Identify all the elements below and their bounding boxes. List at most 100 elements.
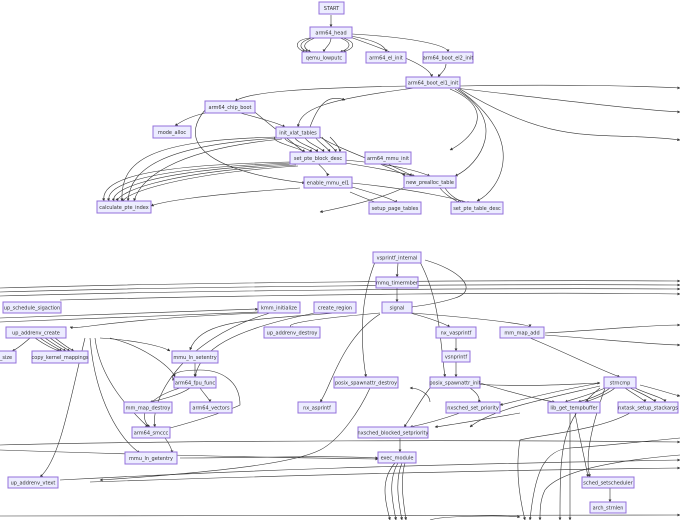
edge xyxy=(361,261,376,378)
node-nxtask-setup-stackargs[interactable]: nxtask_setup_stackargs xyxy=(617,401,679,414)
node-set-pte-block-desc[interactable]: set_pte_block_desc xyxy=(289,151,347,165)
edge xyxy=(558,387,601,520)
edge xyxy=(528,437,680,520)
node-up-addrenv-create[interactable]: up_addrenv_create xyxy=(5,326,67,339)
node-r-size[interactable]: r_size xyxy=(0,350,17,364)
node-setup-page-tables-label: setup_page_tables xyxy=(372,206,419,212)
node-nx-asprintf[interactable]: nx_asprintf xyxy=(297,401,337,414)
node-arm64-el-init[interactable]: arm64_el_init xyxy=(365,51,407,64)
edge xyxy=(284,136,313,153)
node-lib-get-tempbuffer[interactable]: lib_get_tempbuffer xyxy=(547,401,601,414)
node-copy-kernel-mappings[interactable]: copy_kernel_mappings xyxy=(31,350,89,364)
node-set-pte-table-desc[interactable]: set_pte_table_desc xyxy=(450,201,504,215)
node-calculate-pte-index[interactable]: calculate_pte_index xyxy=(96,200,152,214)
edge xyxy=(585,387,616,403)
node-mmq-timermber-label: mmq_timermber xyxy=(376,281,419,287)
node-arm64-boot-el2-init-label: arm64_boot_el2_init xyxy=(423,56,474,62)
edge xyxy=(403,387,431,428)
edge xyxy=(469,385,601,428)
node-init-xlat-tables[interactable]: init_xlat_tables xyxy=(275,126,321,139)
edge xyxy=(120,136,279,202)
edge xyxy=(99,337,171,352)
edge xyxy=(39,337,63,352)
edge xyxy=(538,454,680,520)
edge xyxy=(126,137,281,202)
edge xyxy=(99,387,371,482)
node-strncmp[interactable]: strncmp xyxy=(603,376,637,389)
node-exec-module-label: exec_module xyxy=(381,456,414,462)
node-arm64-smccc[interactable]: arm64_smccc xyxy=(131,426,171,439)
edge xyxy=(574,412,590,478)
node-arm64-head[interactable]: arm64_head xyxy=(309,26,353,39)
node-calculate-pte-index-label: calculate_pte_index xyxy=(99,205,149,211)
node-qemu-lowputc[interactable]: qemu_lowputc xyxy=(301,51,347,64)
edge xyxy=(349,36,433,78)
edge xyxy=(11,337,31,352)
node-nx-vasprintf[interactable]: nx_vasprintf xyxy=(435,326,477,339)
edge xyxy=(459,84,680,90)
node-up-addrenv-destroy[interactable]: up_addrenv_destroy xyxy=(263,326,321,339)
edge xyxy=(454,87,680,114)
edge xyxy=(94,337,149,428)
node-arm64-fpu-func[interactable]: arm64_fpu_func xyxy=(173,376,217,389)
node-nxsched-blocked-setpriority[interactable]: nxsched_blocked_setpriority xyxy=(357,426,429,439)
node-mmu-ln-getentry[interactable]: mmu_ln_getentry xyxy=(124,451,178,465)
node-vsnprintf[interactable]: vsnprintf xyxy=(441,350,471,363)
node-vsprintf-internal-label: vsprintf_internal xyxy=(377,256,418,262)
edge xyxy=(499,382,601,406)
edge xyxy=(0,513,680,517)
node-up-schedule-sigaction-label: up_schedule_sigaction xyxy=(4,306,60,312)
node-arm64-mmu-init-label: arm64_mmu_init xyxy=(367,156,409,162)
node-mmu-ln-setentry[interactable]: mmu_ln_setentry xyxy=(171,350,219,364)
edges xyxy=(0,15,680,520)
node-mmu-ln-setentry-label: mmu_ln_setentry xyxy=(173,355,216,361)
node-sched-setscheduler[interactable]: sched_setscheduler xyxy=(581,476,635,489)
edge xyxy=(529,337,621,378)
node-sched-setscheduler-label: sched_setscheduler xyxy=(583,481,633,487)
node-arch-strnlen[interactable]: arch_strnlen xyxy=(589,501,627,514)
edge xyxy=(344,162,416,177)
node-arm64-boot-el1-init[interactable]: arm64_boot_el1_init xyxy=(405,76,461,89)
node-setup-page-tables[interactable]: setup_page_tables xyxy=(368,201,422,215)
node-mm-map-add[interactable]: mm_map_add xyxy=(499,326,545,339)
node-start[interactable]: START xyxy=(318,1,345,15)
node-arm64-mmu-init[interactable]: arm64_mmu_init xyxy=(364,151,412,165)
node-arm64-boot-el2-init[interactable]: arm64_boot_el2_init xyxy=(422,51,474,64)
edge xyxy=(150,187,301,207)
node-up-schedule-sigaction[interactable]: up_schedule_sigaction xyxy=(2,301,62,314)
edge xyxy=(629,387,657,403)
node-posix-spawnattr-init[interactable]: posix_spawnattr_init xyxy=(429,376,481,389)
node-enable-mmu-el1[interactable]: enable_mmu_el1 xyxy=(303,176,353,189)
edge xyxy=(479,382,556,404)
node-enable-mmu-el1-label: enable_mmu_el1 xyxy=(307,181,350,187)
edge xyxy=(409,412,461,428)
node-nxsched-set-priority[interactable]: nxsched_set_priority xyxy=(445,401,501,414)
node-exec-module[interactable]: exec_module xyxy=(377,451,417,464)
node-arm64-el-init-label: arm64_el_init xyxy=(369,56,403,62)
node-new-prealloc-table[interactable]: new_prealloc_table xyxy=(403,175,457,189)
node-mmq-timermber[interactable]: mmq_timermber xyxy=(375,276,419,289)
edge xyxy=(409,312,451,328)
node-signal[interactable]: signal xyxy=(381,301,413,314)
node-posix-spawnattr-destroy[interactable]: posix_spawnattr_destroy xyxy=(333,376,399,389)
node-nxsched-set-priority-label: nxsched_set_priority xyxy=(447,406,499,412)
node-nx-asprintf-label: nx_asprintf xyxy=(303,406,331,412)
node-r-size-label: r_size xyxy=(0,355,12,361)
edge xyxy=(387,163,413,177)
node-kmm-initialize[interactable]: kmm_initialize xyxy=(257,301,301,314)
edge xyxy=(189,312,336,351)
edge xyxy=(234,85,411,102)
node-mode-alloc[interactable]: mode_alloc xyxy=(152,125,192,139)
node-mm-map-destroy[interactable]: mm_map_destroy xyxy=(123,401,173,414)
node-vsprintf-internal[interactable]: vsprintf_internal xyxy=(372,251,422,264)
node-arm64-vectors[interactable]: arm64_vectors xyxy=(189,401,233,414)
edge xyxy=(351,186,398,204)
edge xyxy=(564,387,606,403)
node-arm64-boot-el1-init-label: arm64_boot_el1_init xyxy=(408,81,459,87)
node-create-region[interactable]: create_region xyxy=(313,301,357,314)
node-arm64-chip-boot[interactable]: arm64_chip_boot xyxy=(204,100,256,114)
edge xyxy=(0,307,259,319)
node-up-addrenv-vtext[interactable]: up_addrenv_vtext xyxy=(7,476,59,489)
edge xyxy=(402,462,408,520)
